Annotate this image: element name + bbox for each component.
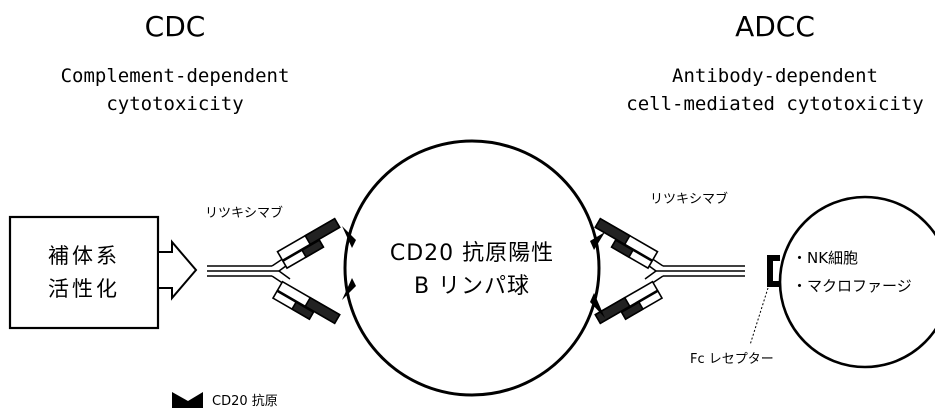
cd20-antigen	[590, 232, 605, 250]
receptor-pointer-line	[749, 287, 769, 346]
right-rituximab-label: リツキシマブ	[650, 192, 729, 207]
complement-box-line2: 活性化	[48, 277, 120, 301]
cd20-antigen-legend-label: CD20 抗原	[212, 394, 278, 409]
effector-item-macrophage: ・マクロファージ	[792, 277, 912, 295]
cdc-subtitle-line2: cytotoxicity	[106, 93, 244, 115]
activation-arrow	[157, 239, 198, 301]
cell-label-line2: B リンパ球	[413, 274, 531, 299]
cd20-antigen	[342, 278, 356, 300]
left-rituximab-label: リツキシマブ	[205, 206, 284, 221]
cdc-subtitle-line1: Complement-dependent	[60, 65, 290, 87]
b-lymphocyte-cell	[343, 139, 601, 397]
fc-receptor	[767, 255, 780, 287]
cd20-antigen	[342, 226, 356, 248]
effector-item-nk: ・NK細胞	[792, 249, 859, 267]
cd20-antigen	[590, 293, 605, 318]
right-antibody	[590, 217, 745, 332]
left-antibody	[207, 217, 345, 332]
cell-label-line1: CD20 抗原陽性	[389, 241, 555, 266]
adcc-title: ADCC	[735, 10, 815, 43]
cdc-title: CDC	[144, 10, 206, 43]
fc-receptor-label: Fc レセプター	[690, 352, 774, 367]
complement-box-line1: 補体系	[48, 244, 120, 268]
adcc-subtitle-line1: Antibody-dependent	[672, 65, 878, 87]
adcc-subtitle-line2: cell-mediated cytotoxicity	[626, 93, 924, 115]
complement-box	[8, 215, 198, 330]
cd20-antigen-legend-icon	[172, 392, 203, 408]
